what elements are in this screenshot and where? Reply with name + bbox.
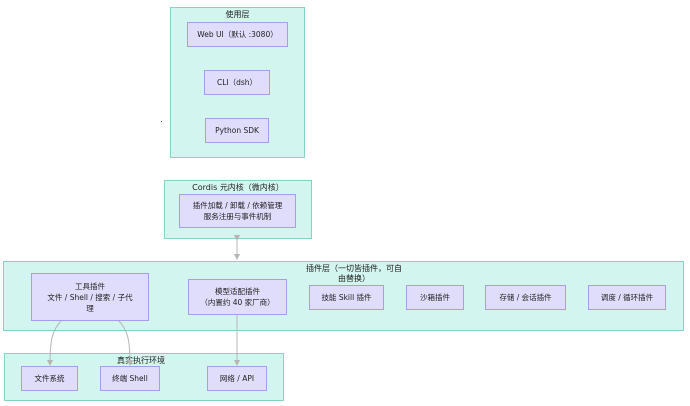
file-system-node: 文件系统 [21, 366, 78, 391]
stray-dot [161, 121, 162, 122]
storage-session-plugin-node: 存储 / 会话插件 [485, 285, 566, 310]
core-plugin-management-node: 插件加载 / 卸载 / 依赖管理 服务注册与事件机制 [179, 194, 296, 228]
network-api-node: 网络 / API [207, 366, 267, 391]
core-layer-title: Cordis 元内核（微内核） [192, 183, 284, 192]
scheduler-loop-plugin-node: 调度 / 循环插件 [588, 285, 666, 310]
usage-layer-title: 使用层 [225, 10, 250, 19]
web-ui-node: Web UI（默认 :3080） [187, 22, 288, 47]
model-adapter-plugin-node: 模型适配插件 （内置约 40 家厂商） [188, 279, 287, 315]
plugin-layer-title: 插件层（一切皆插件，可自 由替换） [306, 264, 402, 283]
python-sdk-node: Python SDK [205, 118, 269, 143]
skill-plugin-node: 技能 Skill 插件 [309, 285, 384, 310]
terminal-shell-node: 终端 Shell [100, 366, 160, 391]
execution-environment-title: 真实执行环境 [117, 356, 165, 365]
sandbox-plugin-node: 沙箱插件 [406, 285, 464, 310]
cli-node: CLI（dsh） [204, 70, 270, 95]
tool-plugin-node: 工具插件 文件 / Shell / 搜索 / 子代 理 [31, 273, 149, 321]
